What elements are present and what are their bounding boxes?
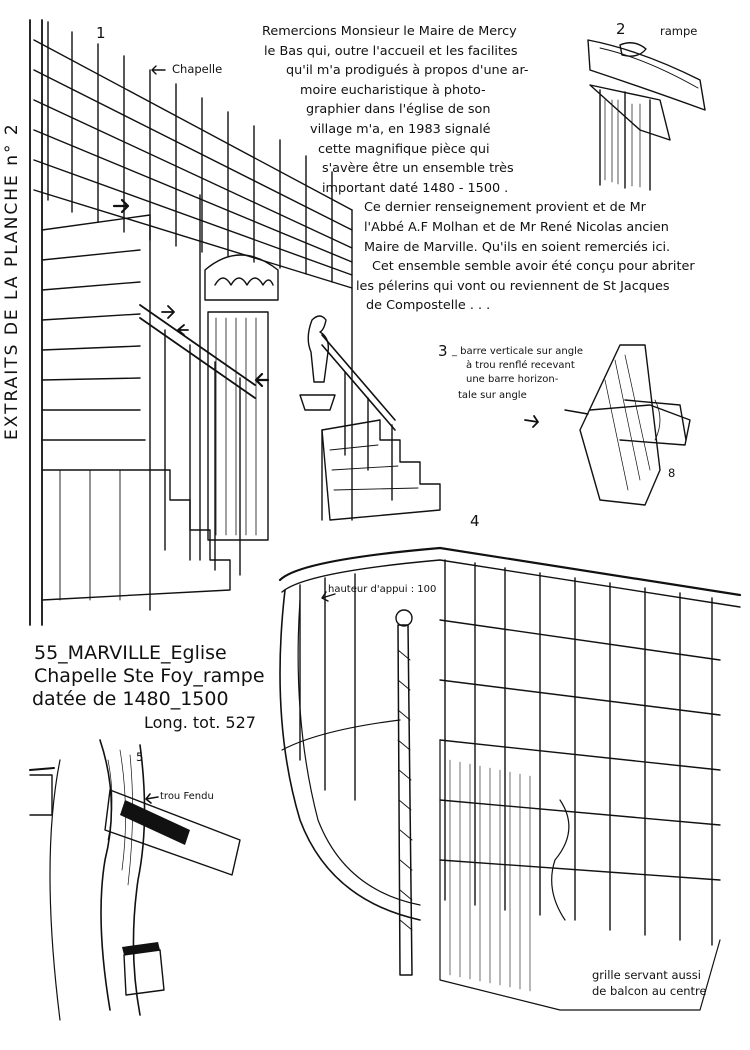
sketch-2-number: 2 [616, 20, 626, 38]
sketch-3-line: à trou renflé recevant [466, 360, 575, 371]
intro-line: important daté 1480 - 1500 . [322, 180, 509, 196]
sketch-4-number: 4 [470, 512, 480, 530]
caption-line: Long. tot. 527 [144, 713, 256, 732]
intro-line: graphier dans l'église de son [306, 102, 491, 118]
sketch-1-label: Chapelle [172, 62, 223, 76]
sketch-4-note-line: de balcon au centre [592, 984, 707, 998]
sketch-3-mark: 8 [668, 466, 676, 480]
caption-line: datée de 1480_1500 [32, 688, 229, 710]
intro-line: cette magnifique pièce qui [318, 141, 490, 157]
sketch-2-label: rampe [660, 24, 698, 38]
intro-line: l'Abbé A.F Molhan et de Mr René Nicolas … [364, 219, 669, 235]
caption: 55_MARVILLE_Eglise Chapelle Ste Foy_ramp… [32, 642, 265, 734]
sketch-5-number: 5 [136, 750, 144, 764]
caption-line: 55_MARVILLE_Eglise [34, 642, 227, 664]
sketch-4-balcony-drawing [278, 546, 742, 1011]
intro-line: Remercions Monsieur le Maire de Mercy [262, 24, 517, 39]
intro-line: Maire de Marville. Qu'ils en soient reme… [364, 239, 671, 255]
sketch-5-label: trou Fendu [160, 791, 214, 802]
intro-line: qu'il m'a prodigués à propos d'une ar- [286, 63, 529, 79]
sketch-4-label: hauteur d'appui : 100 [328, 584, 437, 595]
intro-line: Ce dernier renseignement provient et de … [364, 200, 646, 216]
intro-text: Remercions Monsieur le Maire de Mercy le… [252, 22, 695, 316]
intro-line: Cet ensemble semble avoir été conçu pour… [372, 259, 695, 275]
sketch-2-rampe-drawing [587, 39, 706, 191]
sketch-3-line: une barre horizon- [466, 374, 559, 385]
sketch-3-line: tale sur angle [458, 390, 527, 401]
sketch-3-bar-drawing [524, 344, 691, 506]
sketch-3-number: 3 [438, 342, 448, 360]
sketch-4-note-line: grille servant aussi [592, 968, 701, 982]
intro-line: les pélerins qui vont ou reviennent de S… [356, 278, 670, 294]
sketch-5-split-hole-drawing [29, 739, 241, 1021]
intro-line: de Compostelle . . . [366, 298, 491, 314]
side-title: EXTRAITS DE LA PLANCHE n° 2 [2, 122, 22, 440]
caption-line: Chapelle Ste Foy_rampe [34, 665, 265, 687]
sketch-3-line: _ barre verticale sur angle [452, 346, 584, 357]
sketch-1-number: 1 [96, 24, 106, 42]
intro-line: le Bas qui, outre l'accueil et les facil… [264, 43, 518, 59]
intro-line: village m'a, en 1983 signalé [310, 121, 491, 137]
sketch-1-staircase-drawing [29, 19, 441, 626]
intro-line: moire eucharistique à photo- [300, 82, 486, 98]
intro-line: s'avère être un ensemble très [322, 161, 514, 177]
